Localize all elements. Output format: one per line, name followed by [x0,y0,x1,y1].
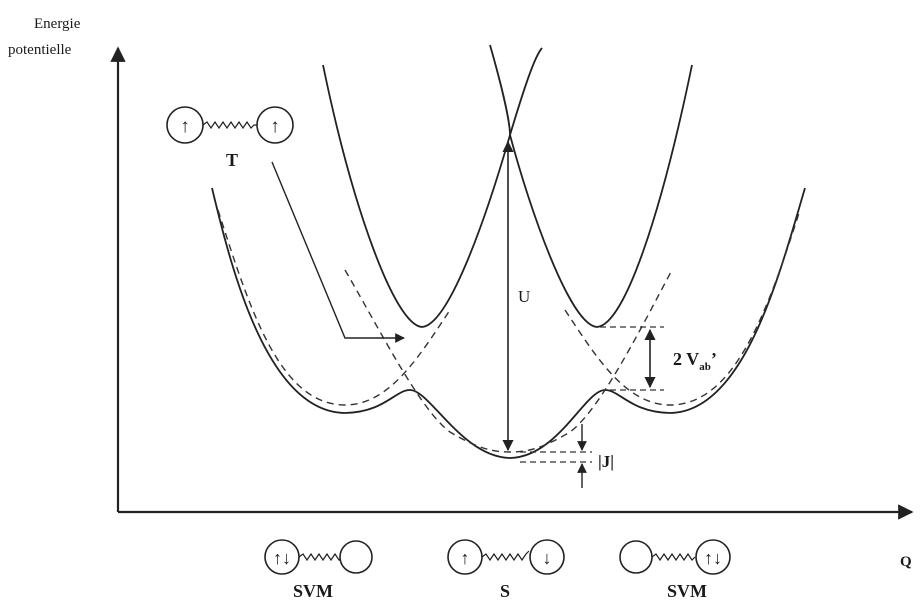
u-label: U [518,287,530,306]
svm-left-spring [298,552,343,562]
s-spin-b: ↓ [543,548,552,568]
s-spring [481,550,530,562]
y-axis-label-line1: Energie [34,16,81,32]
dashed-parabola-left [217,209,451,406]
triplet-spring [202,120,260,130]
triplet-state: ↑ ↑ T [166,106,294,170]
svm-right-spin-b: ↑↓ [704,548,722,568]
s-ion-b [529,539,565,575]
svm-left-spin-a: ↑↓ [273,548,291,568]
upper-left-branch [322,47,543,328]
triplet-left-spin: ↑ [180,116,190,137]
dashed-parabola-right [564,209,801,406]
triplet-label: T [226,150,238,170]
svm-left-ion-b [339,540,373,574]
svm-right-ion-b [695,539,731,575]
triplet-right-ion [256,106,294,144]
svm-right-ion-a [619,540,653,574]
x-axis-label: Q [900,554,912,570]
state-svm-left: ↑↓ SVM [264,539,373,601]
y-axis-label-line2: potentielle [8,42,72,58]
lower-ground-curve [211,187,806,459]
j-label: |J| [598,452,614,471]
vab-label: 2 Vab’ [673,349,717,373]
upper-right-branch [489,44,693,328]
s-spin-a: ↑ [461,548,470,568]
triplet-right-spin: ↑ [270,116,280,137]
dashed-parabola-center [344,269,673,453]
state-s: ↑ ↓ S [447,539,565,601]
svm-left-label: SVM [293,581,333,601]
triplet-pointer [271,161,405,343]
s-label: S [500,581,510,601]
state-svm-right: ↑↓ SVM [619,539,731,601]
svm-right-spring [651,552,696,562]
svm-right-label: SVM [667,581,707,601]
